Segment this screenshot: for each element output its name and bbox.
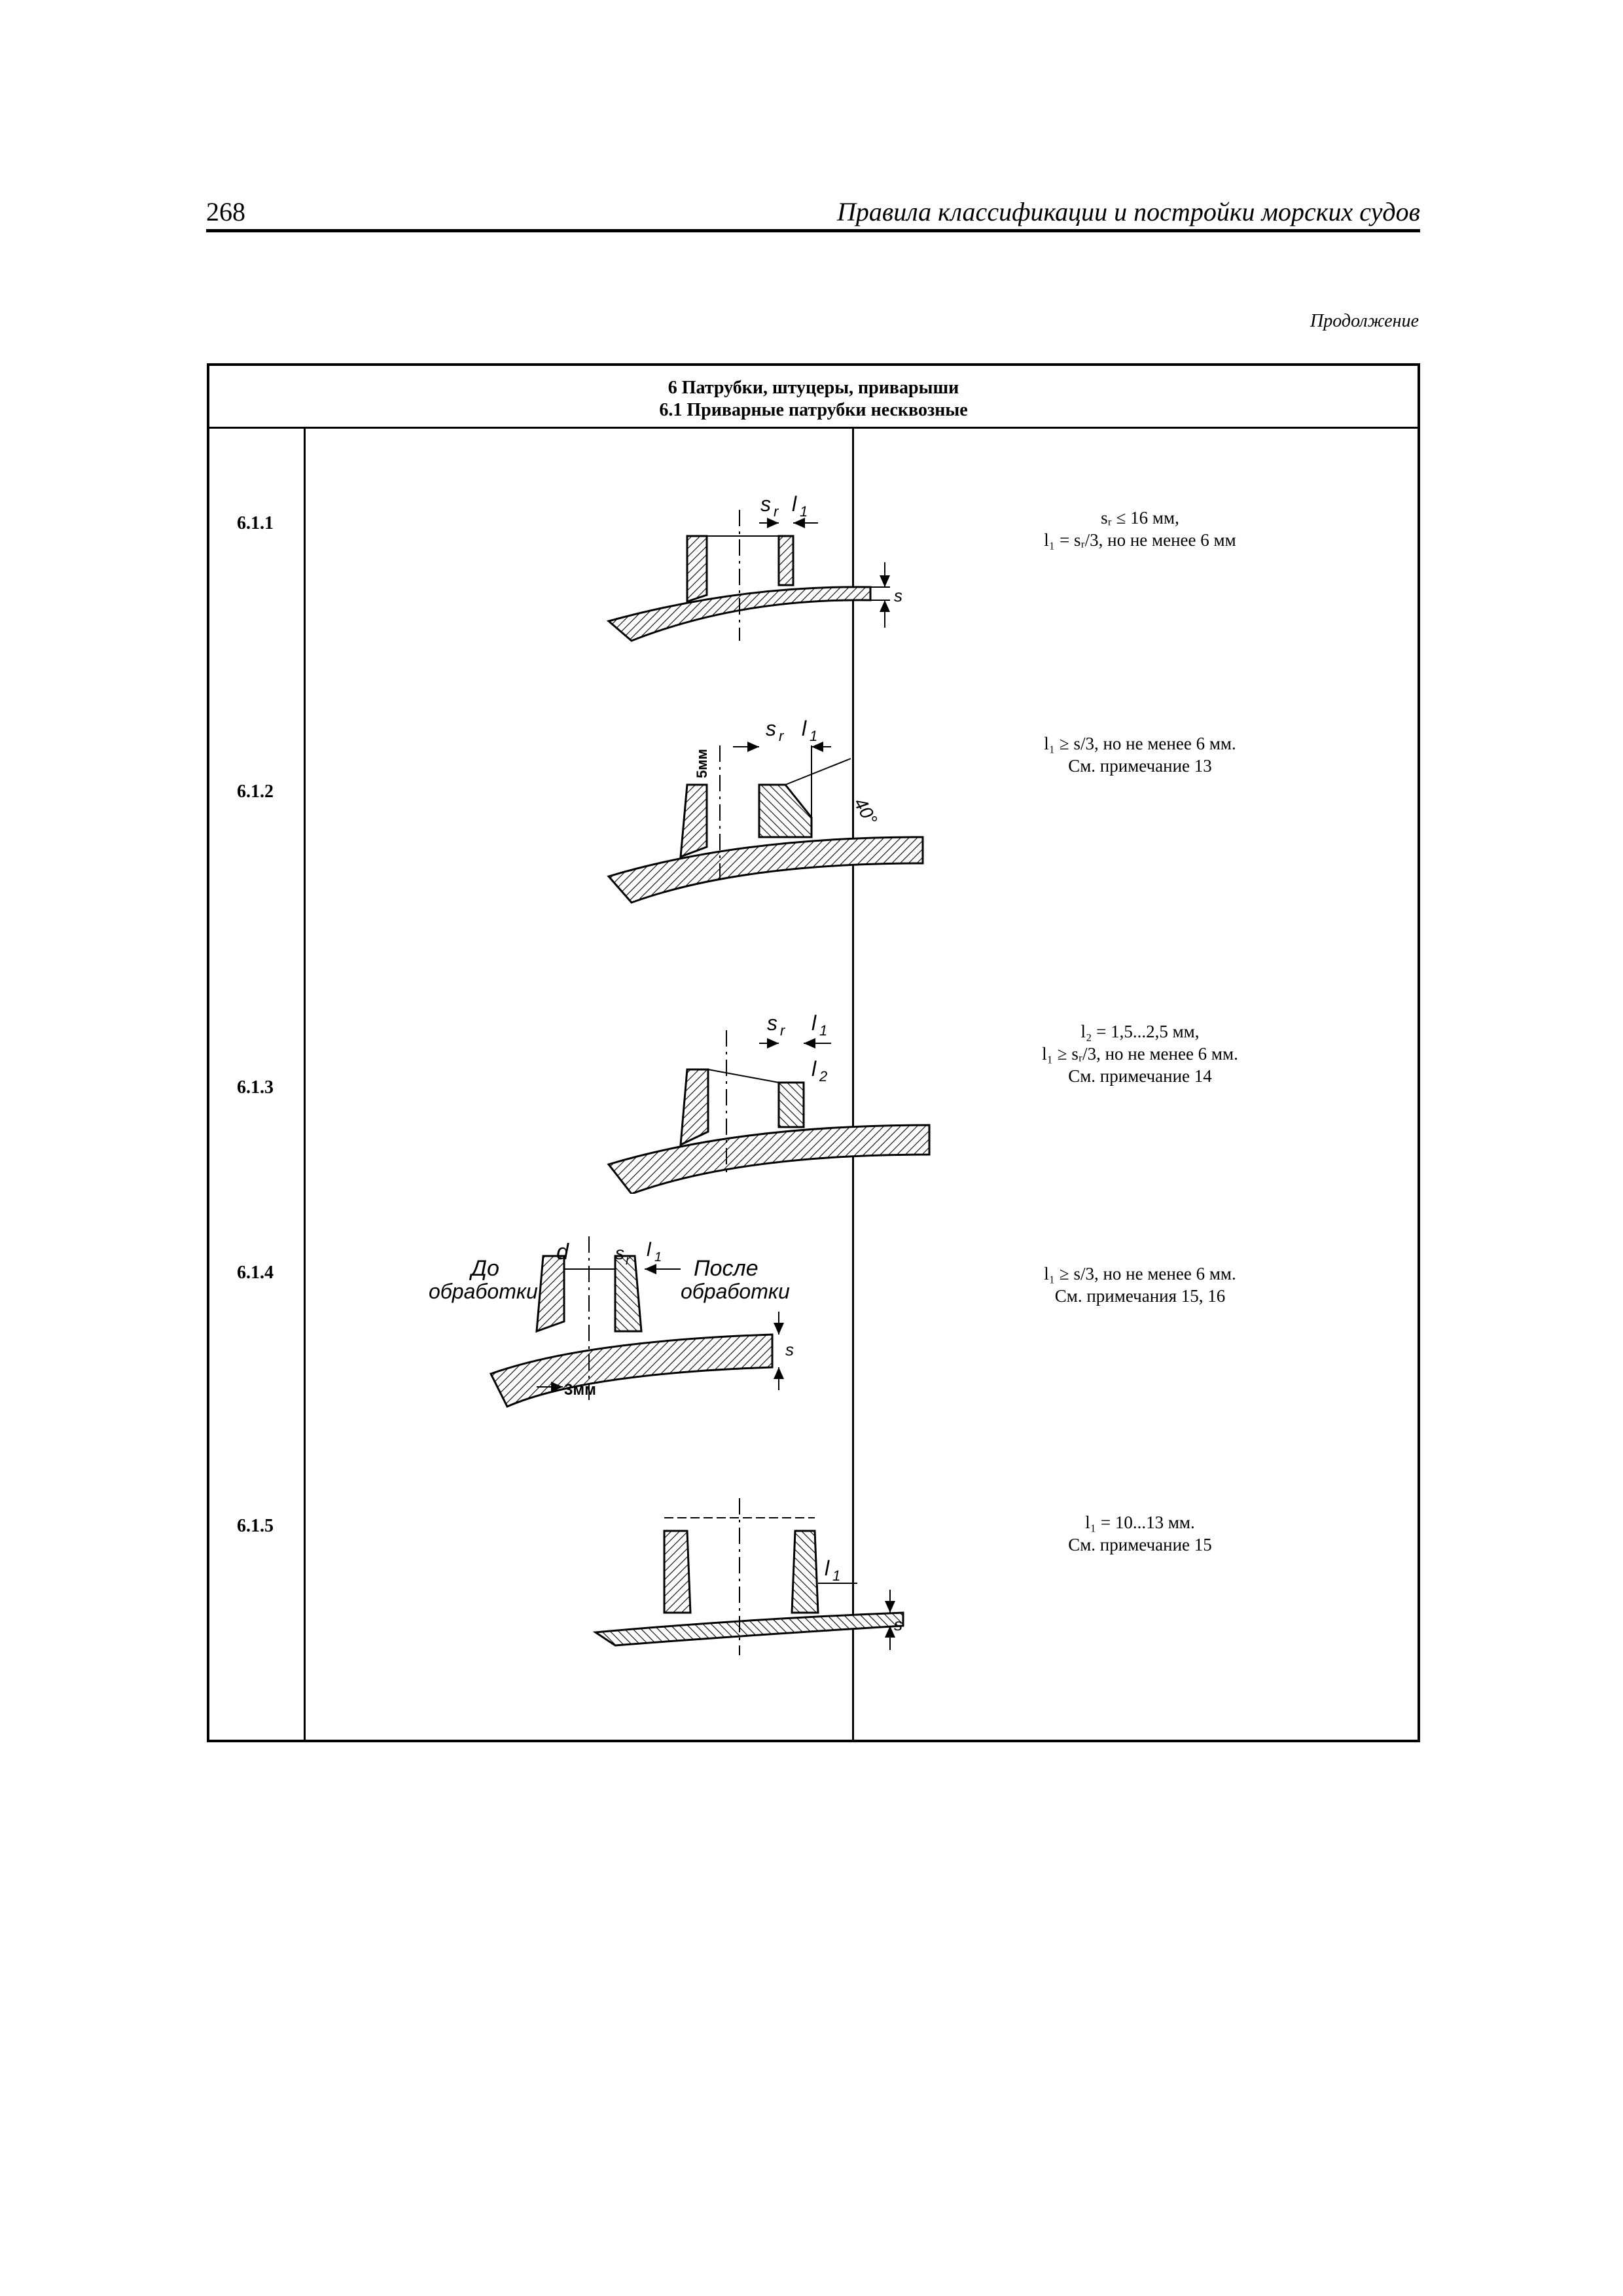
dimension-label: 1 <box>654 1250 662 1265</box>
row-id: 6.1.5 <box>237 1516 274 1536</box>
dimension-label: s <box>760 492 771 516</box>
row-description: l₁ ≥ s/3, но не менее 6 мм. См. примечан… <box>865 1263 1415 1307</box>
description-line: l₂ = 1,5...2,5 мм, <box>1080 1022 1200 1041</box>
row-description: l₁ ≥ s/3, но не менее 6 мм. См. примечан… <box>865 732 1415 777</box>
row-id: 6.1.3 <box>237 1077 274 1098</box>
dimension-label: 3мм <box>564 1381 596 1399</box>
section-title: 6 Патрубки, штуцеры, приварыши <box>668 378 959 398</box>
dimension-label: s <box>785 1340 794 1359</box>
weld-diagram-6-1-3: s r l 1 l 2 <box>524 978 1080 1194</box>
subsection-title: 6.1 Приварные патрубки несквозные <box>659 400 968 420</box>
dimension-label: 1 <box>819 1022 827 1039</box>
dimension-label: l <box>825 1556 830 1580</box>
caption-before: обработки <box>429 1280 538 1303</box>
row-id: 6.1.2 <box>237 781 274 802</box>
dimension-label: s <box>894 586 902 605</box>
description-line: См. примечание 14 <box>1068 1066 1212 1086</box>
row-description: sᵣ ≤ 16 мм, l₁ = sᵣ/3, но не менее 6 мм <box>865 507 1415 551</box>
header-rule <box>206 229 1420 232</box>
weld-diagram-6-1-1: s s r l 1 <box>524 471 1080 667</box>
description-line: sᵣ ≤ 16 мм, <box>1101 508 1179 528</box>
dimension-label: l <box>647 1239 652 1261</box>
dimension-label: s <box>615 1243 624 1263</box>
dimension-label: r <box>779 728 785 744</box>
running-title: Правила классификации и постройки морски… <box>836 197 1420 226</box>
dimension-label: 40° <box>850 795 882 829</box>
caption-before: До <box>469 1256 499 1281</box>
dimension-label: r <box>626 1253 631 1268</box>
description-line: l₁ ≥ s/3, но не менее 6 мм. <box>1044 1264 1236 1283</box>
weld-diagram-6-1-5: s l 1 <box>524 1479 1080 1675</box>
nozzle-table: 6 Патрубки, штуцеры, приварыши 6.1 Прива… <box>207 363 1420 1742</box>
column-divider <box>304 427 306 1740</box>
caption-after: обработки <box>681 1280 790 1303</box>
dimension-label: r <box>774 503 779 520</box>
dimension-label: l <box>812 1011 817 1035</box>
dimension-label: l <box>812 1057 817 1081</box>
weld-diagram-6-1-4: d s r l 1 До обработки После обработки 3… <box>308 1210 851 1420</box>
description-line: См. примечания 15, 16 <box>1054 1286 1226 1306</box>
dimension-label: 2 <box>819 1068 827 1085</box>
description-line: l₁ ≥ sᵣ/3, но не менее 6 мм. <box>1042 1044 1238 1064</box>
row-id: 6.1.1 <box>237 513 274 533</box>
continuation-label: Продолжение <box>1310 311 1419 331</box>
caption-after: После <box>694 1256 758 1281</box>
dimension-label: 1 <box>800 503 808 520</box>
dimension-label: l <box>792 492 797 516</box>
row-id: 6.1.4 <box>237 1263 274 1283</box>
dimension-label: s <box>766 717 776 740</box>
row-description: l₂ = 1,5...2,5 мм, l₁ ≥ sᵣ/3, но не мене… <box>865 1020 1415 1087</box>
description-line: См. примечание 15 <box>1068 1535 1212 1554</box>
dimension-label: 1 <box>832 1568 840 1584</box>
dimension-label: l <box>802 717 807 740</box>
dimension-label: s <box>767 1011 777 1035</box>
dimension-label: 1 <box>810 728 817 744</box>
page-number: 268 <box>206 197 245 226</box>
description-line: l₁ = sᵣ/3, но не менее 6 мм <box>1044 530 1236 550</box>
row-description: l₁ = 10...13 мм. См. примечание 15 <box>865 1511 1415 1556</box>
dimension-label: s <box>894 1615 902 1634</box>
description-line: l₁ = 10...13 мм. <box>1085 1513 1195 1532</box>
table-header: 6 Патрубки, штуцеры, приварыши 6.1 Прива… <box>209 366 1418 429</box>
description-line: См. примечание 13 <box>1068 756 1212 776</box>
dimension-label: 5мм <box>694 749 710 778</box>
weld-diagram-6-1-2: 5мм 40° s r l 1 <box>524 706 1080 909</box>
column-divider <box>852 427 854 1740</box>
description-line: l₁ ≥ s/3, но не менее 6 мм. <box>1044 734 1236 753</box>
dimension-label: d <box>556 1240 569 1265</box>
dimension-label: r <box>780 1022 786 1039</box>
